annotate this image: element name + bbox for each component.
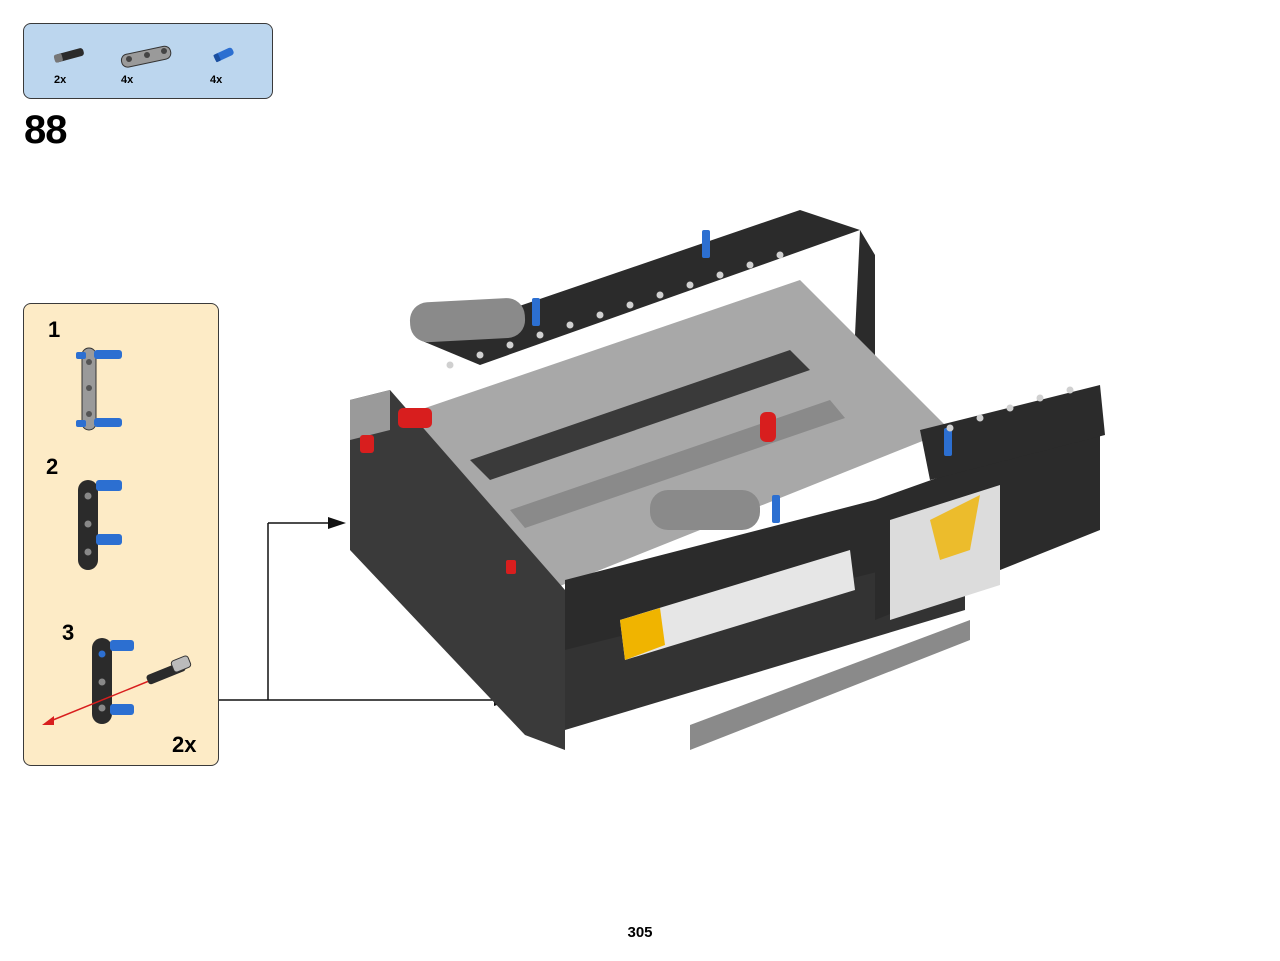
substep-2-assembly-icon [78, 480, 122, 570]
step-number: 88 [24, 108, 67, 152]
part-item: 2x [50, 24, 120, 100]
subassembly-box: 1 2 3 2x [23, 303, 219, 766]
page-number: 305 [627, 924, 653, 941]
gray-beam-icon [120, 45, 172, 68]
part-quantity: 4x [121, 74, 134, 86]
part-item: 4x [117, 24, 187, 100]
part-quantity: 2x [54, 74, 67, 86]
substep-number: 1 [48, 317, 61, 342]
substep-multiplier: 2x [172, 732, 197, 757]
substep-number: 3 [62, 620, 75, 645]
black-connector-pin-icon [53, 48, 84, 63]
substep-3-assembly-icon [42, 638, 192, 725]
substep-1-assembly-icon [76, 347, 122, 431]
substep-number: 2 [46, 454, 59, 479]
blue-axle-pin-icon [213, 47, 234, 63]
parts-list-box: 2x 4x 4x [23, 23, 273, 99]
part-item: 4x [208, 24, 278, 100]
assembled-model-illustration [350, 210, 1105, 750]
part-quantity: 4x [210, 74, 223, 86]
